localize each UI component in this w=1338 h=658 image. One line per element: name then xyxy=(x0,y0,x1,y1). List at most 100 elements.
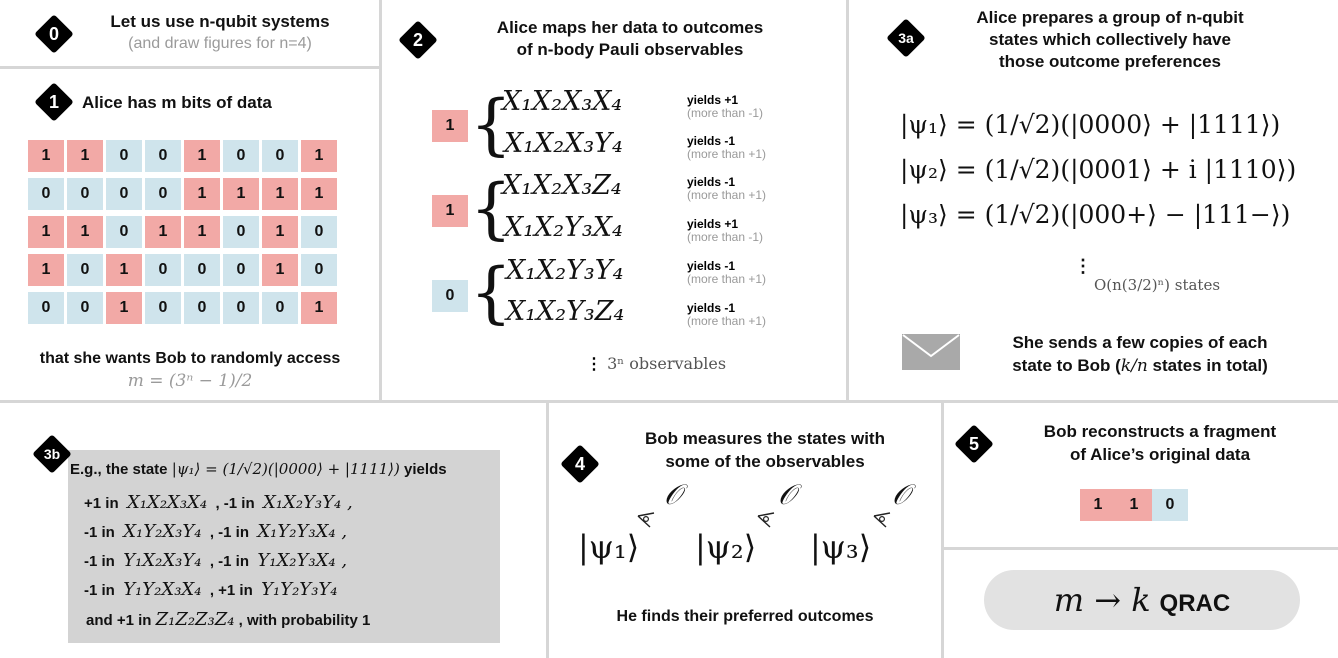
m-formula: m = (3ⁿ − 1)/2 xyxy=(127,371,253,391)
example-box xyxy=(68,450,500,643)
example-last-line: and +1 in Z₁Z₂Z₃Z₄ , with probability 1 xyxy=(86,609,371,630)
send-line2: state to Bob (k/n states in total) xyxy=(1012,356,1268,376)
grid-cell: 0 xyxy=(28,178,64,210)
group1-obs2: X₁X₂X₃Y₄ xyxy=(504,128,623,159)
grid-cell: 1 xyxy=(67,140,103,172)
grid-cell: 0 xyxy=(106,216,142,248)
grid-cell: 0 xyxy=(145,178,181,210)
grid-cell: 1 xyxy=(184,178,220,210)
panel2-title-line2: of n-body Pauli observables xyxy=(516,40,744,59)
grid-cell: 1 xyxy=(184,140,220,172)
grid-cell: 0 xyxy=(67,292,103,324)
qrac-label: m → k QRAC xyxy=(1053,581,1231,619)
group2-brace: { xyxy=(470,170,512,247)
grid-cell: 1 xyxy=(67,216,103,248)
ket-psi1: |ψ₁⟩ xyxy=(578,528,640,566)
ket-psi2: |ψ₂⟩ xyxy=(695,528,757,566)
eye-icon-1 xyxy=(637,512,655,528)
grid-cell: 1 xyxy=(301,178,337,210)
fragment-bit-2: 1 xyxy=(1116,489,1152,521)
states-ellipsis: ⋮ xyxy=(1074,256,1092,276)
grid-cell: 0 xyxy=(262,140,298,172)
grid-cell: 0 xyxy=(67,254,103,286)
divider-h-top-left xyxy=(0,66,379,69)
operator-2: 𝒪 xyxy=(778,478,796,511)
envelope-icon xyxy=(902,334,960,370)
divider-v2 xyxy=(846,0,849,400)
eye-icon-2 xyxy=(757,512,775,528)
grid-cell: 0 xyxy=(223,292,259,324)
grid-cell: 0 xyxy=(106,140,142,172)
fragment-bit-3: 0 xyxy=(1152,489,1188,521)
ket-psi3: |ψ₃⟩ xyxy=(810,528,872,566)
state-psi2: |ψ₂⟩ = (1/√2)(|0001⟩ + i |1110⟩) xyxy=(900,155,1297,184)
grid-cell: 0 xyxy=(145,254,181,286)
panel4-title-line2: some of the observables xyxy=(665,452,865,471)
group1-bit: 1 xyxy=(432,110,468,142)
grid-cell: 0 xyxy=(301,254,337,286)
grid-cell: 0 xyxy=(67,178,103,210)
grid-cell: 1 xyxy=(223,178,259,210)
grid-cell: 0 xyxy=(301,216,337,248)
panel2-title-line1: Alice maps her data to outcomes xyxy=(496,18,764,37)
panel1-caption: that she wants Bob to randomly access xyxy=(39,350,341,367)
states-count: O(n(3/2)ⁿ) states xyxy=(1094,276,1221,294)
group2-obs1: X₁X₂X₃Z₄ xyxy=(502,170,622,201)
group3-yield2: yields -1(more than +1) xyxy=(687,301,767,328)
group3-brace: { xyxy=(470,254,512,331)
divider-v4 xyxy=(941,402,944,658)
group1-brace: { xyxy=(470,86,512,163)
grid-cell: 0 xyxy=(145,140,181,172)
observables-count: ⋮ 3ⁿ observables xyxy=(586,354,727,373)
send-line1: She sends a few copies of each xyxy=(1012,333,1268,352)
example-line: -1 in X₁Y₂X₃Y₄ , -1 in X₁Y₂Y₃X₄ , xyxy=(84,521,348,542)
group3-obs1: X₁X₂Y₃Y₄ xyxy=(506,255,624,286)
example-line: -1 in Y₁Y₂X₃X₄ , +1 in Y₁Y₂Y₃Y₄ xyxy=(84,579,338,600)
state-psi3: |ψ₃⟩ = (1/√2)(|000+⟩ − |111−⟩) xyxy=(900,200,1291,229)
grid-cell: 1 xyxy=(262,178,298,210)
grid-cell: 0 xyxy=(184,292,220,324)
group2-obs2: X₁X₂Y₃X₄ xyxy=(504,212,623,243)
grid-cell: 0 xyxy=(262,292,298,324)
example-lines: +1 in X₁X₂X₃X₄ , -1 in X₁X₂Y₃Y₄ , -1 in X… xyxy=(84,492,494,612)
divider-v1 xyxy=(379,0,382,400)
panel3a-title-line3: those outcome preferences xyxy=(998,52,1221,71)
panel5-title-line1: Bob reconstructs a fragment xyxy=(1043,422,1277,441)
grid-cell: 0 xyxy=(223,254,259,286)
grid-cell: 1 xyxy=(28,140,64,172)
grid-cell: 1 xyxy=(301,140,337,172)
example-line: +1 in X₁X₂X₃X₄ , -1 in X₁X₂Y₃Y₄ , xyxy=(84,492,353,513)
grid-cell: 0 xyxy=(145,292,181,324)
divider-v3 xyxy=(546,402,549,658)
step-2-badge: 2 xyxy=(398,20,438,60)
example-line: -1 in Y₁X₂X₃Y₄ , -1 in Y₁X₂Y₃X₄ , xyxy=(84,550,348,571)
group1-obs1: X₁X₂X₃X₄ xyxy=(502,86,623,117)
panel0-title: Let us use n-qubit systems xyxy=(110,12,330,31)
panel4-footer: He finds their preferred outcomes xyxy=(616,608,874,625)
panel3a-title-line1: Alice prepares a group of n-qubit xyxy=(976,8,1244,27)
group1-yield1: yields +1(more than -1) xyxy=(687,93,764,120)
group1-yield2: yields -1(more than +1) xyxy=(687,134,767,161)
example-intro: E.g., the state |ψ₁⟩ = (1/√2)(|0000⟩ + |… xyxy=(70,460,447,478)
step-5-badge: 5 xyxy=(954,424,994,464)
operator-1: 𝒪 xyxy=(664,478,682,511)
group2-yield1: yields -1(more than +1) xyxy=(687,175,767,202)
grid-cell: 1 xyxy=(28,216,64,248)
grid-cell: 0 xyxy=(184,254,220,286)
grid-cell: 0 xyxy=(106,178,142,210)
group3-bit: 0 xyxy=(432,280,468,312)
panel3a-title-line2: states which collectively have xyxy=(989,30,1231,49)
eye-icon-3 xyxy=(873,512,891,528)
step-0-badge: 0 xyxy=(34,14,74,54)
panel0-subtitle: (and draw figures for n=4) xyxy=(128,35,312,52)
grid-cell: 1 xyxy=(28,254,64,286)
grid-cell: 1 xyxy=(106,254,142,286)
grid-cell: 1 xyxy=(262,254,298,286)
grid-cell: 1 xyxy=(262,216,298,248)
qrac-pill xyxy=(984,570,1300,630)
divider-h-middle xyxy=(0,400,1338,403)
fragment-bit-1: 1 xyxy=(1080,489,1116,521)
step-3a-badge: 3a xyxy=(886,18,926,58)
group3-obs2: X₁X₂Y₃Z₄ xyxy=(506,296,625,327)
panel1-title: Alice has m bits of data xyxy=(82,93,272,112)
